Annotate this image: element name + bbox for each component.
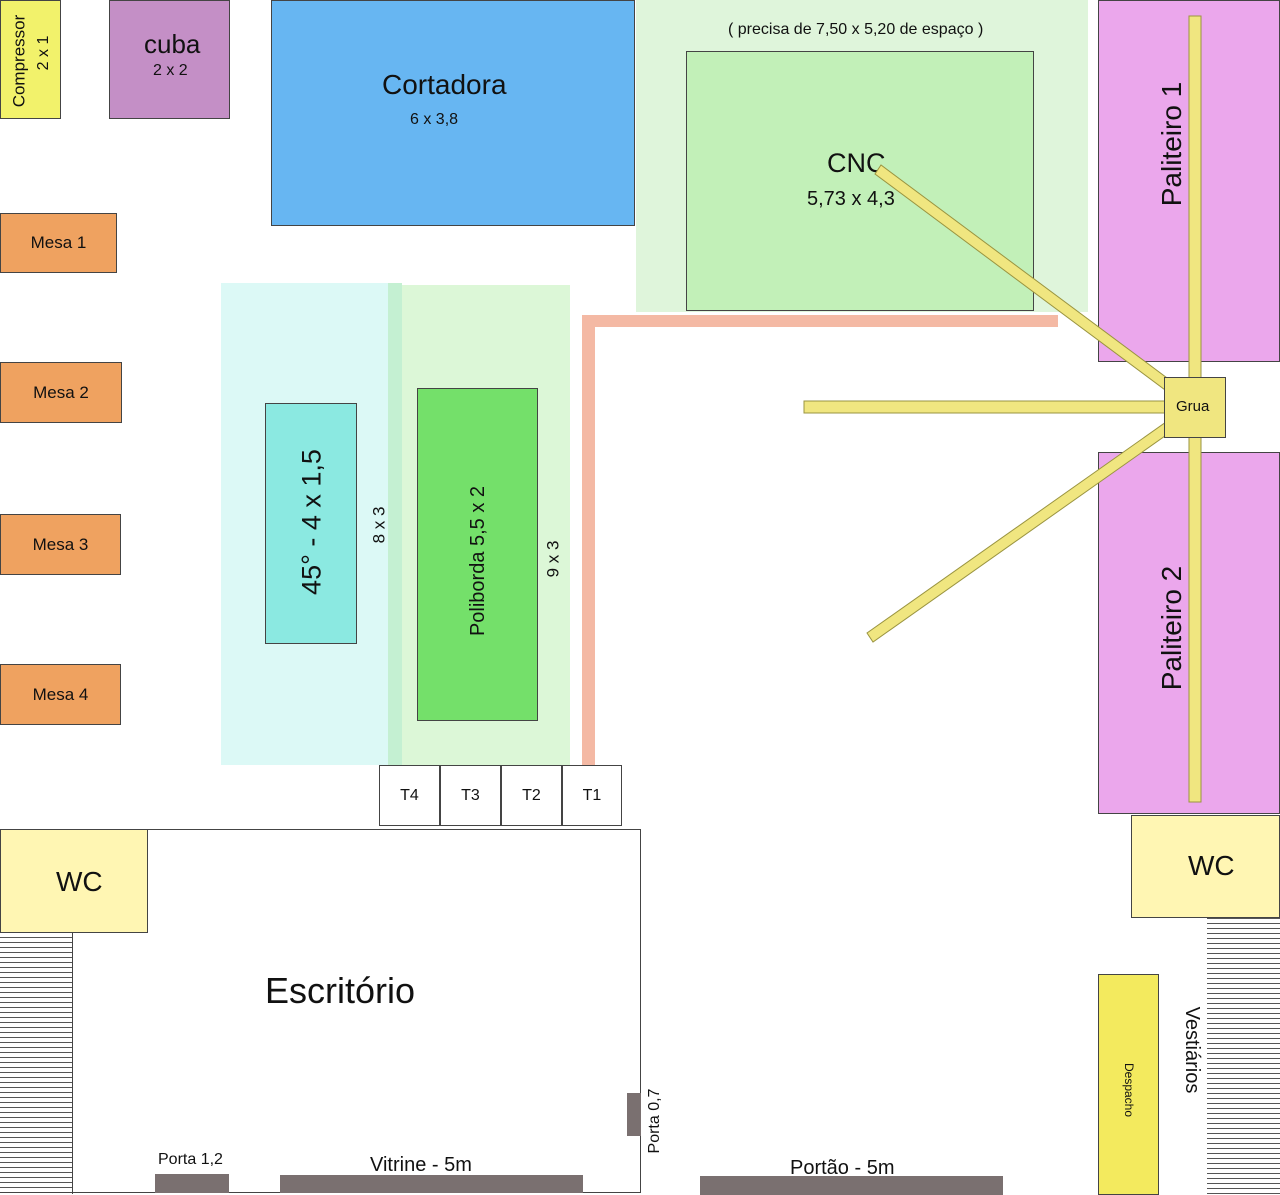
cuba-size: 2 x 2: [153, 62, 188, 79]
rail-vertical: [582, 315, 595, 766]
porta-12: [155, 1174, 229, 1193]
cuba-label: cuba: [144, 29, 201, 59]
cnc-size: 5,73 x 4,3: [807, 188, 895, 210]
grua-rail-diagonal-lower: [866, 402, 1200, 643]
grua-rail-horizontal: [803, 400, 1197, 414]
despacho-label: Despacho: [1122, 1062, 1136, 1118]
wc-left: WC: [0, 829, 148, 933]
mesa-1: Mesa 1: [0, 213, 117, 273]
t4-box: T4: [379, 765, 440, 826]
t4-label: T4: [400, 786, 419, 804]
vestiarios-label: Vestiários: [1181, 1006, 1203, 1094]
cnc-space-note: ( precisa de 7,50 x 5,20 de espaço ): [728, 21, 984, 38]
t1-box: T1: [562, 765, 622, 826]
cortadora: Cortadora 6 x 3,8: [271, 0, 635, 226]
grua-label: Grua: [1176, 398, 1210, 415]
t2-label: T2: [522, 786, 541, 804]
poliborda: Poliborda 5,5 x 2: [417, 388, 538, 721]
mesa-4: Mesa 4: [0, 664, 121, 725]
vestiarios-stairs: [1207, 918, 1280, 1195]
grua: Grua: [1164, 377, 1226, 438]
mesa-2-label: Mesa 2: [33, 382, 89, 402]
porta-07-label: Porta 0,7: [646, 1088, 663, 1154]
porta-07: [627, 1093, 641, 1136]
wc-right-label: WC: [1188, 850, 1235, 881]
mesa-3: Mesa 3: [0, 514, 121, 575]
cnc: CNC 5,73 x 4,3: [686, 51, 1034, 311]
rail-horizontal: [582, 315, 1058, 327]
porta-12-label: Porta 1,2: [158, 1151, 223, 1168]
cortadora-size: 6 x 3,8: [410, 111, 459, 128]
wc-left-label: WC: [56, 866, 103, 897]
t2-box: T2: [501, 765, 562, 826]
vitrine-label: Vitrine - 5m: [370, 1154, 472, 1176]
escritorio-stairs: [0, 932, 72, 1192]
vitrine: [280, 1175, 583, 1193]
mesa-1-label: Mesa 1: [30, 233, 87, 252]
t3-box: T3: [440, 765, 501, 826]
t1-label: T1: [582, 786, 602, 804]
despacho: Despacho: [1098, 974, 1159, 1195]
compressor: Compressor 2 x 1: [0, 0, 61, 119]
escritorio-label: Escritório: [265, 970, 416, 1011]
grua-rail-diagonal-upper: [874, 164, 1199, 411]
maquina-45: 45° - 4 x 1,5: [265, 403, 357, 644]
mesa-3-label: Mesa 3: [32, 534, 89, 554]
cortadora-label: Cortadora: [382, 69, 507, 100]
stairs-divider: [72, 932, 73, 1194]
t3-label: T3: [461, 786, 480, 804]
area-divider: [388, 283, 402, 765]
portao: [700, 1176, 1003, 1195]
mesa-4-label: Mesa 4: [32, 684, 89, 704]
mesa-2: Mesa 2: [0, 362, 122, 423]
cuba: cuba 2 x 2: [109, 0, 230, 119]
portao-label: Portão - 5m: [790, 1157, 895, 1179]
wc-right: WC: [1131, 815, 1280, 918]
